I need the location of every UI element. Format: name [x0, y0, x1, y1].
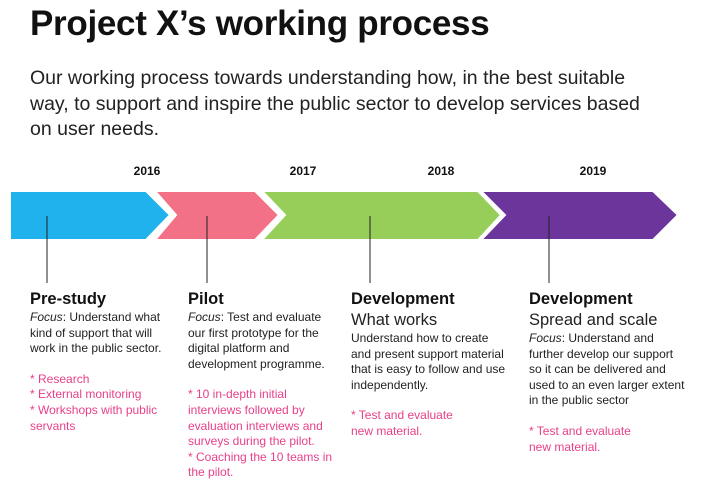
year-label: 2019: [579, 164, 607, 178]
phase-arrow-pilot: [152, 190, 281, 241]
phase-arrow-pre-study: [9, 190, 172, 241]
focus-label: Focus: [188, 310, 221, 324]
focus-text: : Understand and further develop our sup…: [529, 331, 685, 408]
phase-pre-study: Pre-study Focus: Understand what kind of…: [30, 288, 180, 434]
phase-focus: Understand how to create and present sup…: [351, 331, 506, 392]
page-subtitle: Our working process towards understandin…: [30, 67, 640, 140]
bullet: * Coaching the 10 teams in the pilot.: [188, 449, 333, 480]
page-title: Project X’s working process: [30, 4, 490, 43]
phase-focus: Focus: Test and evaluate our first proto…: [188, 310, 333, 372]
phase-title: Development: [351, 290, 455, 308]
phase-pilot: Pilot Focus: Test and evaluate our first…: [188, 288, 333, 481]
focus-label: Focus: [529, 331, 562, 345]
focus-text: : Understand what kind of support that w…: [30, 310, 162, 356]
year-label: 2017: [289, 164, 317, 178]
phase-title: Pre-study: [30, 290, 107, 308]
bullet: * External monitoring: [30, 387, 142, 402]
bullet: * Workshops with public servants: [30, 402, 158, 433]
phase-development-spread-and-scale: Development Spread and scale Focus: Unde…: [529, 288, 689, 455]
phase-title: Development: [529, 290, 633, 308]
focus-label: Focus: [30, 310, 63, 324]
phase-subtitle: What works: [351, 311, 438, 329]
phase-arrow-development-what-works: [259, 190, 503, 241]
year-label: 2016: [133, 164, 161, 178]
phase-subtitle: Spread and scale: [529, 311, 658, 329]
phase-focus: Focus: Understand what kind of support t…: [30, 310, 180, 357]
phase-focus: Focus: Understand and further develop ou…: [529, 331, 689, 409]
bullet: * Test and evaluate new material.: [529, 423, 631, 454]
bullet: * Research: [30, 371, 90, 386]
bullet: * 10 in-depth initial interviews followe…: [188, 387, 323, 449]
phase-title: Pilot: [188, 290, 224, 308]
year-label: 2018: [427, 164, 455, 178]
focus-text: : Test and evaluate our first prototype …: [188, 310, 325, 371]
phase-development-what-works: Development What works Understand how to…: [351, 288, 511, 440]
bullet: * Test and evaluate new material.: [351, 408, 453, 438]
phase-arrow-development-spread: [478, 190, 680, 241]
